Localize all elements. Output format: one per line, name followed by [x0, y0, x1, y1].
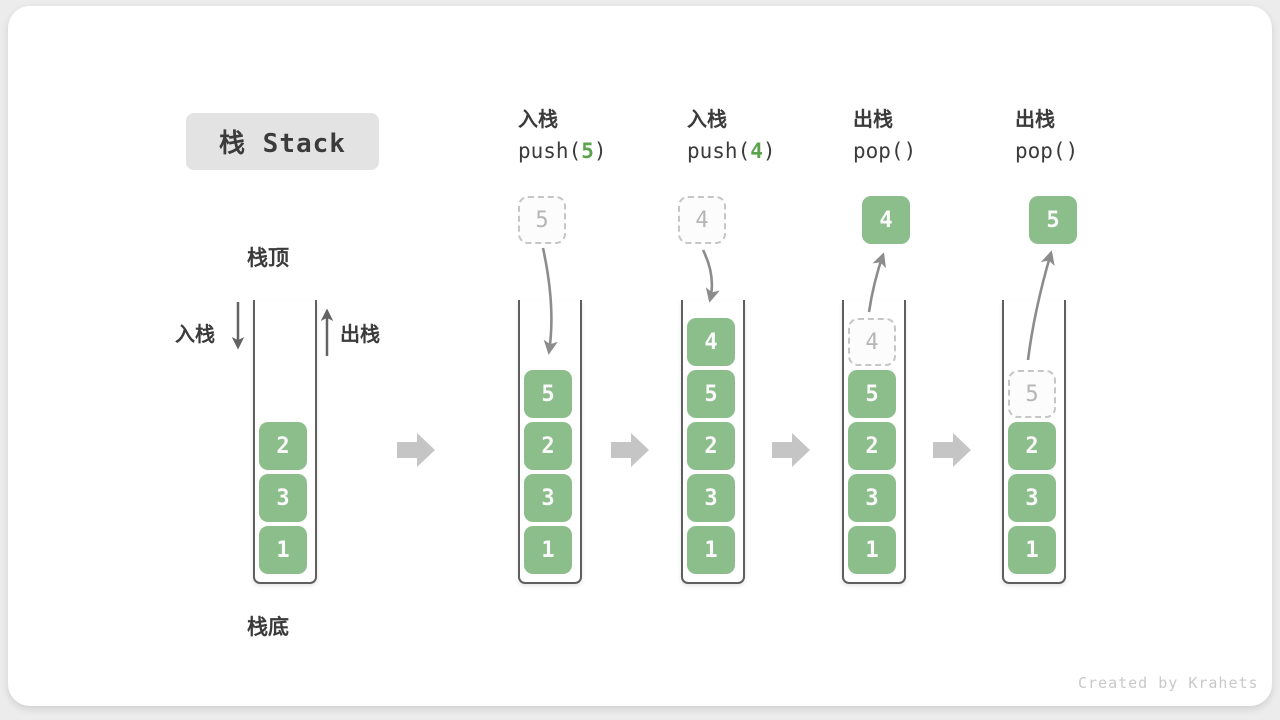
- stack-block: 2: [848, 422, 896, 470]
- code-pre: pop(): [1015, 139, 1079, 163]
- stack-block: 3: [1008, 474, 1056, 522]
- step-arrow-icon: [397, 433, 435, 467]
- floating-popped-block: 4: [862, 196, 910, 244]
- floating-popped-block: 5: [1029, 196, 1077, 244]
- watermark: Created by Krahets: [1078, 674, 1259, 692]
- op-cn-text: 出栈: [853, 109, 893, 131]
- stack-block: 5: [524, 370, 572, 418]
- floating-ghost-block: 4: [678, 196, 726, 244]
- stack-block: 2: [524, 422, 572, 470]
- stack-block: 3: [848, 474, 896, 522]
- op-cn-text: 入栈: [518, 109, 558, 131]
- step-arrow-icon: [933, 433, 971, 467]
- stack-block: 5: [687, 370, 735, 418]
- stack-block: 5: [848, 370, 896, 418]
- op-code-text: push(5): [518, 134, 607, 168]
- stack-block: 4: [687, 318, 735, 366]
- stack-block: 3: [524, 474, 572, 522]
- code-arg: 4: [750, 139, 763, 163]
- op-code-text: pop(): [1015, 134, 1078, 168]
- step-arrow-icon: [772, 433, 810, 467]
- op-code-text: push(4): [687, 134, 776, 168]
- floating-ghost-block: 5: [518, 196, 566, 244]
- op-label-push-4: 入栈 push(4): [687, 106, 776, 168]
- stack-ghost-block: 4: [848, 318, 896, 366]
- step-arrow-icon: [611, 433, 649, 467]
- stack-bottom-label: 栈底: [247, 616, 289, 639]
- code-post: ): [762, 139, 776, 163]
- stack-block: 1: [524, 526, 572, 574]
- stack-ghost-block: 5: [1008, 370, 1056, 418]
- stack-block: 3: [259, 474, 307, 522]
- stack-block: 2: [1008, 422, 1056, 470]
- code-pre: push(: [518, 139, 582, 163]
- stack-block: 2: [259, 422, 307, 470]
- push-4-curve-arrow-icon: [701, 249, 720, 303]
- op-cn-text: 入栈: [687, 109, 727, 131]
- op-label-push-5: 入栈 push(5): [518, 106, 607, 168]
- code-pre: pop(): [853, 139, 917, 163]
- stack-block: 3: [687, 474, 735, 522]
- op-label-pop-4: 出栈 pop(): [853, 106, 916, 168]
- stack-block: 1: [1008, 526, 1056, 574]
- stack-block: 1: [687, 526, 735, 574]
- code-post: ): [593, 139, 607, 163]
- stack-top-label: 栈顶: [247, 247, 289, 270]
- op-label-pop-5: 出栈 pop(): [1015, 106, 1078, 168]
- push-direction-label: 入栈: [175, 324, 215, 346]
- stack-block: 2: [687, 422, 735, 470]
- code-pre: push(: [687, 139, 751, 163]
- op-cn-text: 出栈: [1015, 109, 1055, 131]
- pop-direction-label: 出栈: [340, 324, 380, 346]
- stack-block: 1: [259, 526, 307, 574]
- stack-block: 1: [848, 526, 896, 574]
- op-code-text: pop(): [853, 134, 916, 168]
- title-badge: 栈 Stack: [186, 113, 379, 170]
- code-arg: 5: [581, 139, 594, 163]
